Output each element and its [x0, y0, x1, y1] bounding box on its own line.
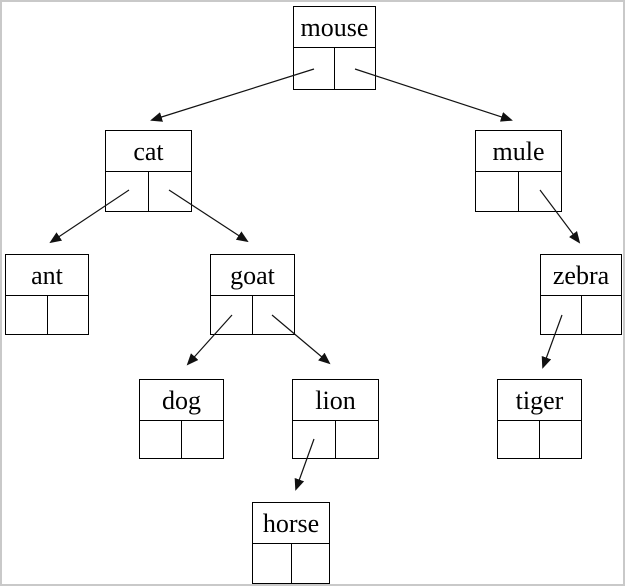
right-pointer-cell: [335, 48, 375, 89]
node-label: cat: [106, 131, 191, 172]
left-pointer-cell: [293, 421, 336, 458]
right-pointer-cell: [253, 296, 294, 334]
node-label: lion: [293, 380, 378, 421]
left-pointer-cell: [140, 421, 182, 458]
left-pointer-cell: [498, 421, 540, 458]
node-label: mouse: [294, 7, 375, 48]
pointer-cells: [541, 296, 621, 334]
pointer-cells: [140, 421, 223, 458]
node-label: mule: [476, 131, 561, 172]
node-label: tiger: [498, 380, 581, 421]
right-pointer-cell: [519, 172, 561, 211]
right-pointer-cell: [48, 296, 89, 334]
right-pointer-cell: [182, 421, 223, 458]
left-pointer-cell: [253, 544, 292, 583]
node-label: goat: [211, 255, 294, 296]
tree-node-mouse: mouse: [293, 6, 376, 90]
tree-node-horse: horse: [252, 502, 330, 584]
pointer-cells: [253, 544, 329, 583]
edge-mouse-right-mule: [354, 68, 513, 122]
node-label: ant: [6, 255, 88, 296]
node-label: dog: [140, 380, 223, 421]
tree-node-tiger: tiger: [497, 379, 582, 459]
pointer-cells: [211, 296, 294, 334]
node-label: horse: [253, 503, 329, 544]
edge-mouse-left-cat: [150, 68, 315, 122]
tree-node-lion: lion: [292, 379, 379, 459]
right-pointer-cell: [582, 296, 622, 334]
pointer-cells: [476, 172, 561, 211]
left-pointer-cell: [6, 296, 48, 334]
right-pointer-cell: [292, 544, 330, 583]
left-pointer-cell: [541, 296, 582, 334]
left-pointer-cell: [211, 296, 253, 334]
pointer-cells: [294, 48, 375, 89]
tree-node-ant: ant: [5, 254, 89, 335]
right-pointer-cell: [540, 421, 581, 458]
left-pointer-cell: [106, 172, 149, 211]
tree-node-goat: goat: [210, 254, 295, 335]
pointer-cells: [498, 421, 581, 458]
node-label: zebra: [541, 255, 621, 296]
tree-node-dog: dog: [139, 379, 224, 459]
tree-node-mule: mule: [475, 130, 562, 212]
left-pointer-cell: [294, 48, 335, 89]
left-pointer-cell: [476, 172, 519, 211]
tree-node-cat: cat: [105, 130, 192, 212]
right-pointer-cell: [336, 421, 378, 458]
pointer-cells: [293, 421, 378, 458]
pointer-cells: [6, 296, 88, 334]
pointer-cells: [106, 172, 191, 211]
tree-node-zebra: zebra: [540, 254, 622, 335]
right-pointer-cell: [149, 172, 191, 211]
